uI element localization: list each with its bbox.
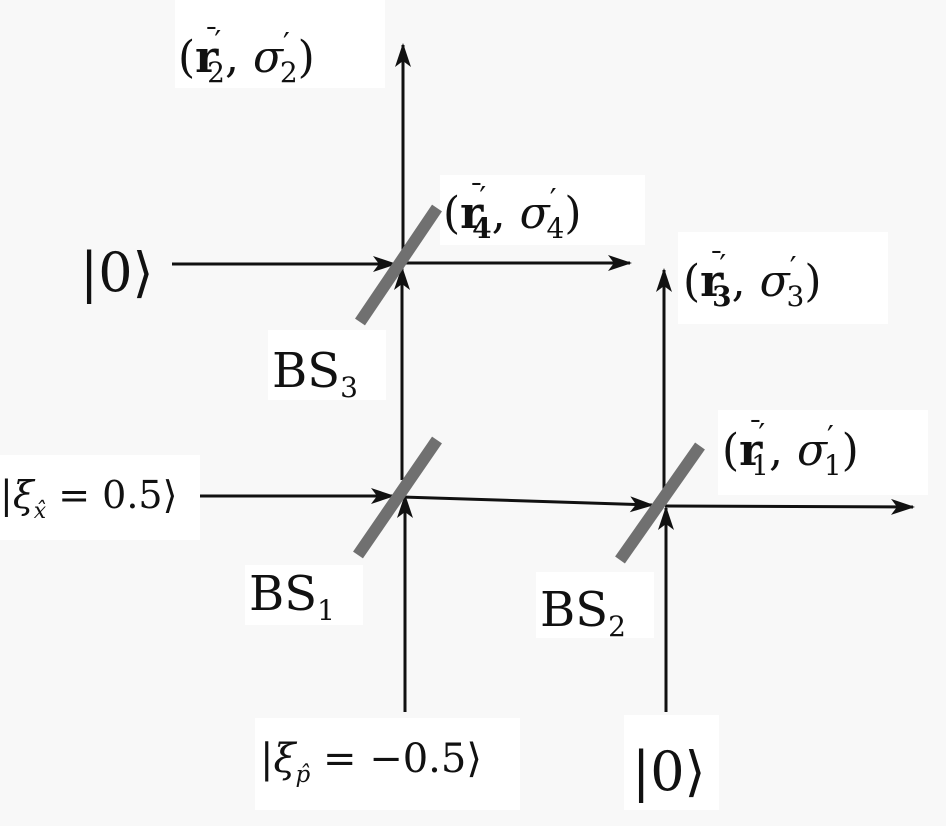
label-bg-mode4-vacuum bbox=[624, 715, 719, 810]
label-bg-out3 bbox=[678, 232, 888, 324]
bs1-label: BS1 bbox=[249, 566, 335, 627]
beam-paths bbox=[172, 43, 915, 712]
label-bg-out4 bbox=[440, 175, 645, 245]
label-bg-squeezed-x bbox=[0, 455, 200, 540]
label-bg-squeezed-p bbox=[255, 718, 520, 810]
svg-text:(r¯′1, σ′1): (r¯′1, σ′1) bbox=[722, 415, 859, 482]
label-bg-bs2 bbox=[536, 572, 654, 638]
beam-bs2-to-out1 bbox=[664, 498, 915, 515]
svg-text:(r¯′3, σ′3): (r¯′3, σ′3) bbox=[683, 246, 822, 313]
output-label-out1: (r¯′1, σ′1) bbox=[722, 415, 859, 482]
beam-splitter-bs1 bbox=[353, 436, 442, 559]
output-label-out3: (r¯′3, σ′3) bbox=[683, 246, 822, 313]
bs3-label: BS3 bbox=[272, 343, 358, 404]
label-bg-bs3 bbox=[268, 330, 386, 400]
svg-text:(r¯′2, σ′2): (r¯′2, σ′2) bbox=[178, 22, 315, 89]
beam-splitter-bs2 bbox=[615, 442, 705, 564]
output-label-out2: (r¯′2, σ′2) bbox=[178, 22, 315, 89]
label-bg-bs1 bbox=[245, 565, 363, 625]
beam-splitter-bs3 bbox=[355, 204, 442, 326]
input-label-squeezed-x: |ξx̂ = 0.5⟩ bbox=[0, 473, 177, 524]
output-label-out4: (r¯′4, σ′4) bbox=[443, 178, 582, 245]
input-label-mode2-vacuum: |0⟩ bbox=[80, 241, 154, 304]
bs2-label: BS2 bbox=[540, 582, 626, 643]
input-label-mode4-vacuum: |0⟩ bbox=[632, 740, 706, 803]
label-bg-out2 bbox=[175, 0, 385, 88]
beam-bs1-to-bs2 bbox=[401, 495, 654, 513]
beam-splitters bbox=[353, 204, 705, 564]
input-label-squeezed-p: |ξp̂ = −0.5⟩ bbox=[260, 736, 482, 788]
label-bg-out1 bbox=[718, 410, 928, 495]
svg-text:(r¯′4, σ′4): (r¯′4, σ′4) bbox=[443, 178, 582, 245]
